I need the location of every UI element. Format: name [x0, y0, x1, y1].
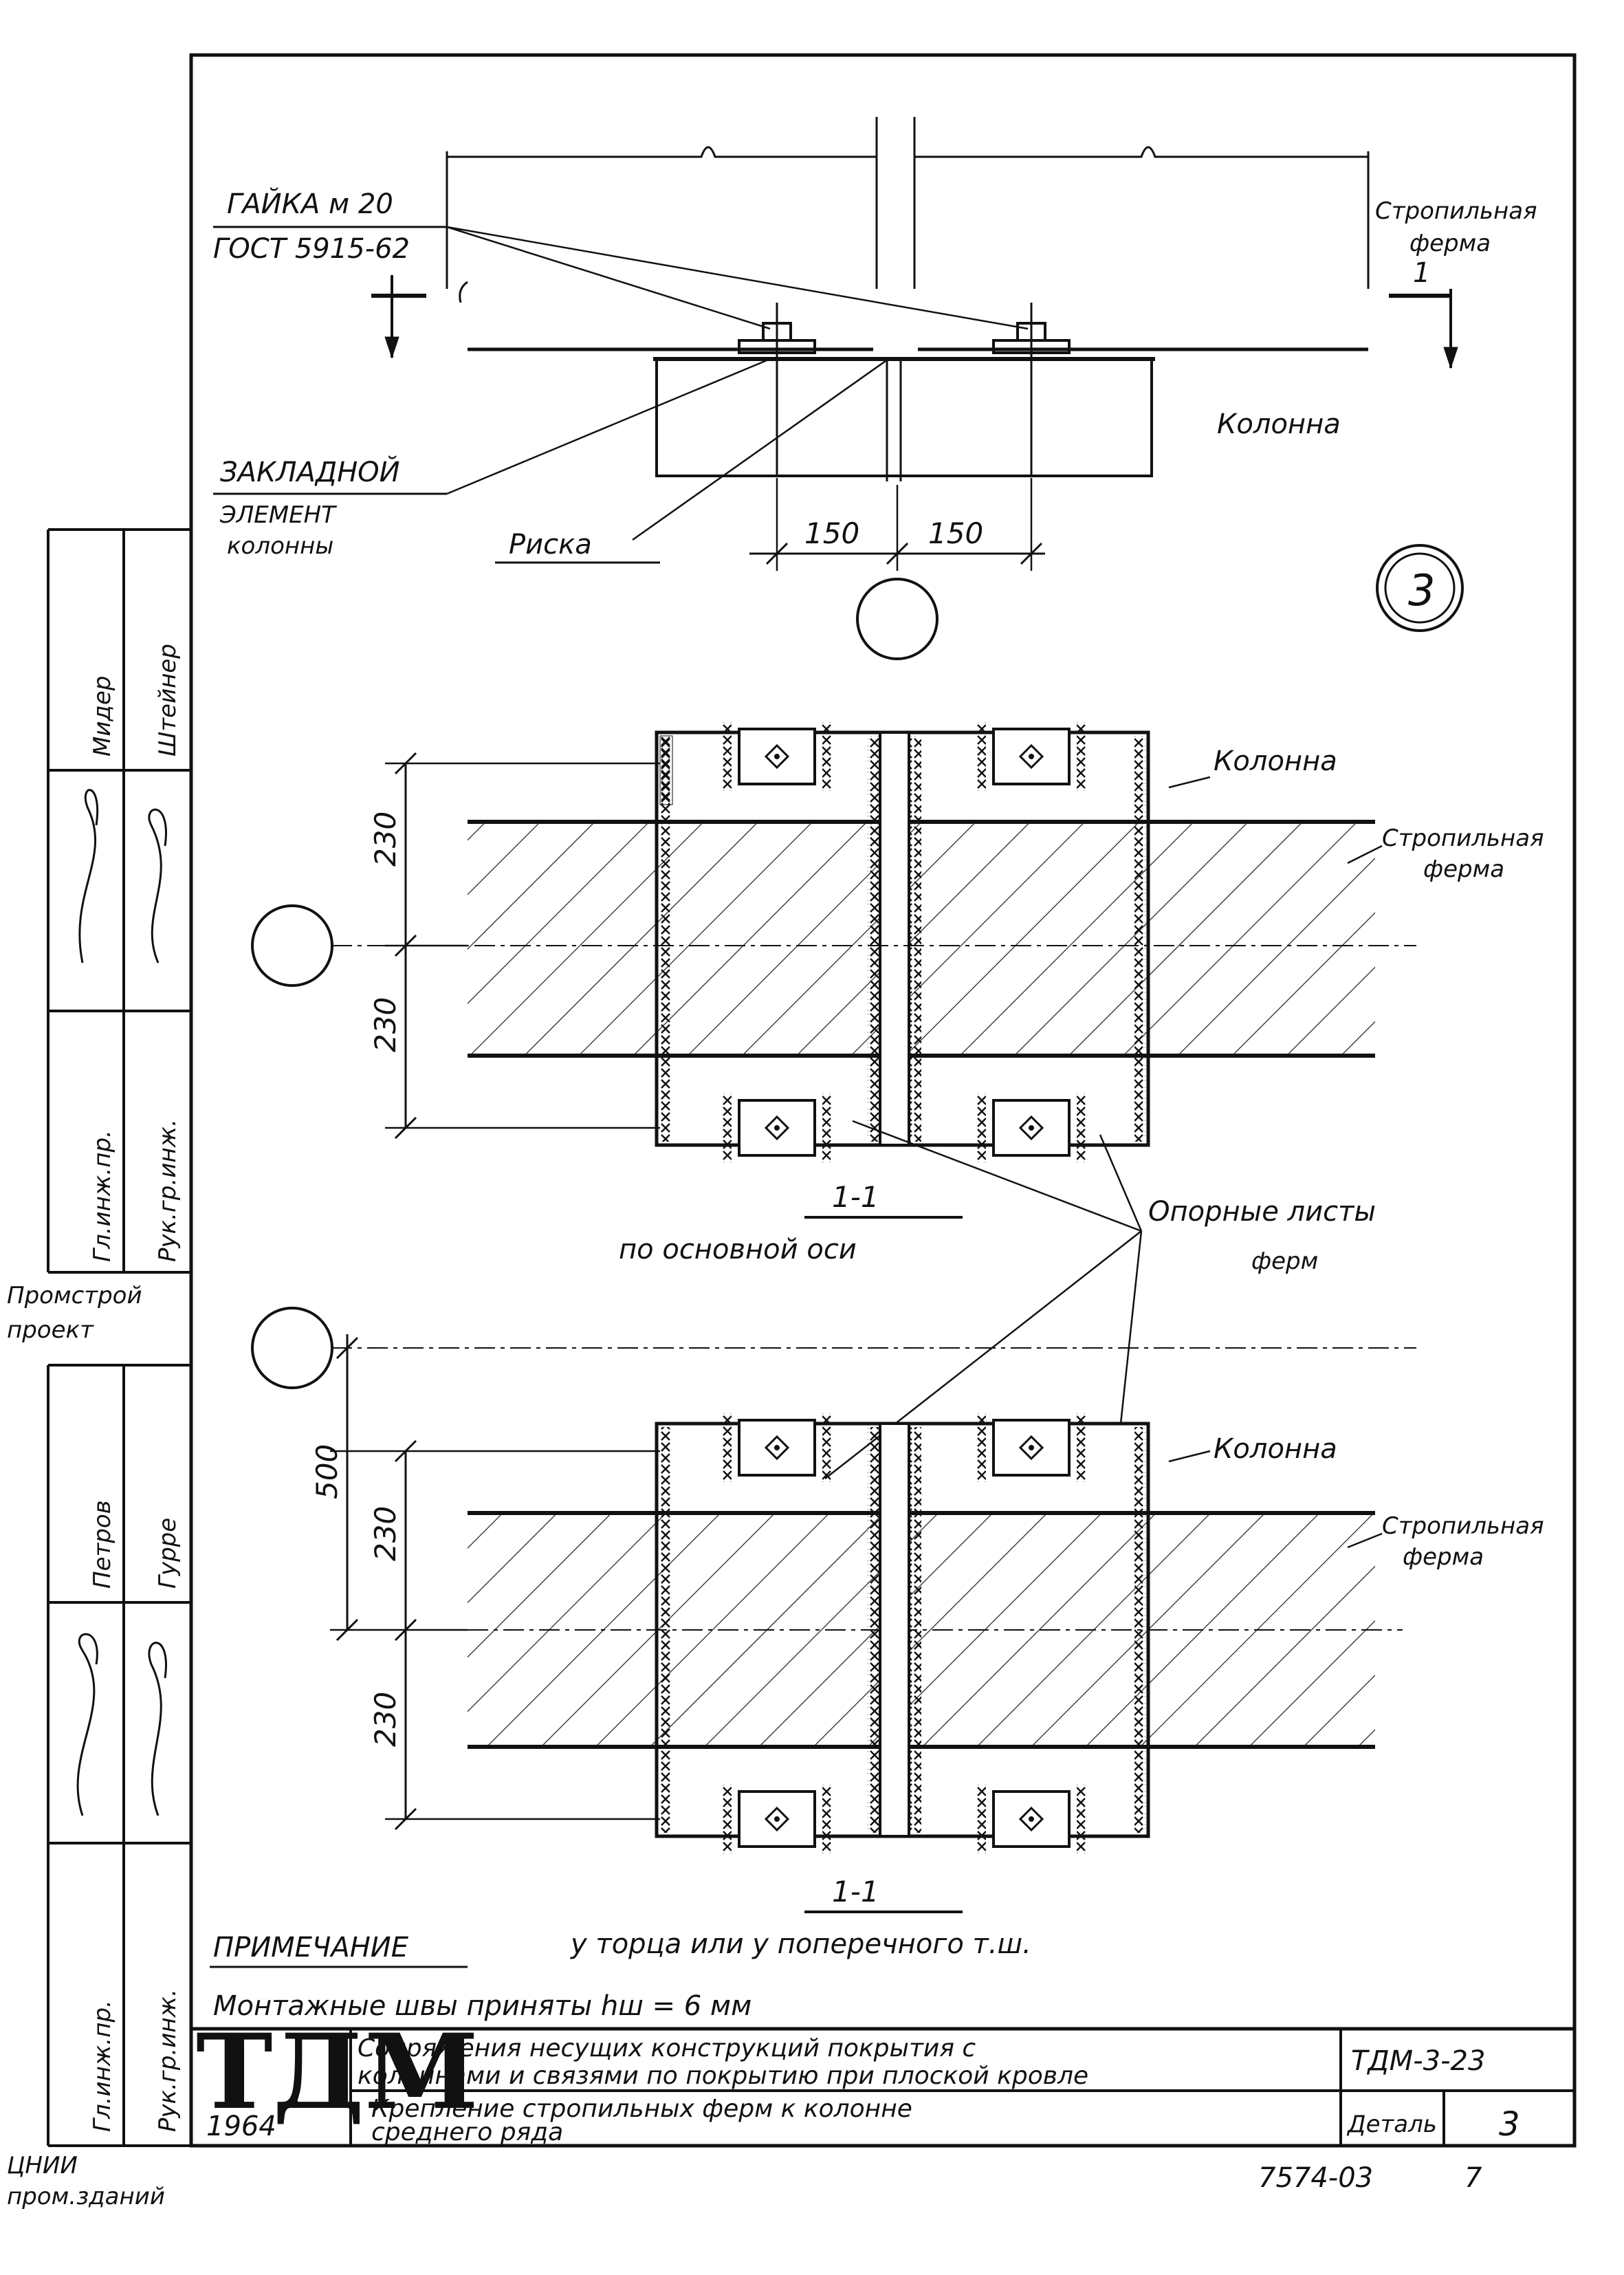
truss-label-2: ферма: [1409, 230, 1491, 257]
nut-label: ГАЙКА м 20: [227, 187, 393, 220]
detail-value: 3: [1499, 2105, 1520, 2144]
section-title-s1: 1-1: [832, 1180, 879, 1214]
section-2-labels: Колонна Стропильная ферма 500 230 230 1-…: [310, 1433, 1544, 1960]
stamp-name-1: Мидер: [89, 676, 116, 756]
column-label-s1: Колонна: [1214, 745, 1337, 777]
series-title-line1: Сопряжения несущих конструкций покрытия …: [358, 2034, 976, 2062]
stamp-role-2: Рук.гр.инж.: [154, 1119, 182, 1262]
year: 1964: [206, 2111, 276, 2142]
column-label: Колонна: [1217, 409, 1341, 440]
embedded-element-label-3: колонны: [227, 532, 333, 560]
sheet-title-line1: Крепление стропильных ферм к колонне: [371, 2095, 912, 2123]
dim-230-bottom-s1: 230: [369, 997, 402, 1052]
column-label-s2: Колонна: [1214, 1433, 1337, 1465]
signatures: [76, 789, 167, 1816]
top-view: [213, 117, 1464, 660]
support-plates-label: Опорные листы: [1148, 1196, 1376, 1228]
stamp-org-2: проект: [7, 1316, 94, 1344]
truss-label-s1-2: ферма: [1423, 856, 1504, 883]
note-heading: ПРИМЕЧАНИЕ: [213, 1932, 409, 1963]
section-mark-right: 1: [1413, 257, 1430, 289]
detail-label: Деталь: [1346, 2111, 1437, 2138]
section-2-end: [251, 1307, 1416, 1913]
embedded-element-label-2: ЭЛЕМЕНТ: [219, 501, 337, 529]
side-stamp: [47, 528, 191, 2147]
stamp-role-4: Рук.гр.инж.: [154, 1989, 182, 2132]
note: ПРИМЕЧАНИЕ Монтажные швы приняты hш = 6 …: [210, 1932, 751, 2022]
mark-label: Риска: [509, 529, 592, 560]
dim-150-left: 150: [804, 516, 859, 550]
dim-230-bottom-s2: 230: [369, 1692, 402, 1747]
truss-label-s2-2: ферма: [1403, 1543, 1484, 1571]
support-plates-label-2: ферм: [1251, 1248, 1318, 1275]
section-1-labels: Колонна Стропильная ферма 230 230 1-1 по…: [369, 745, 1544, 1275]
stamp-org-4: пром.зданий: [7, 2183, 165, 2210]
drawing-frame: [189, 53, 1577, 2148]
top-view-labels: ГАЙКА м 20 ГОСТ 5915-62 Стропильная ферм…: [213, 187, 1537, 616]
section-caption-s2: у торца или у поперечного т.ш.: [570, 1928, 1031, 1960]
truss-label: Стропильная: [1375, 197, 1537, 225]
stamp-name-3: Петров: [89, 1500, 116, 1589]
dim-150-right: 150: [928, 516, 983, 550]
title-block-text: ТДМ 1964 Сопряжения несущих конструкций …: [196, 2012, 1520, 2194]
stamp-name-2: Штейнер: [154, 644, 182, 756]
dim-230-top-s2: 230: [369, 1506, 402, 1561]
archive-number: 7574-03: [1258, 2162, 1373, 2194]
sheet-number: 7: [1464, 2162, 1482, 2194]
embedded-element-label: ЗАКЛАДНОЙ: [220, 455, 400, 488]
drawing-code: ТДМ-3-23: [1351, 2045, 1485, 2077]
series-title-line2: колоннами и связями по покрытию при плос…: [358, 2062, 1088, 2090]
tdm-logo: ТДМ: [196, 2012, 479, 2133]
stamp-name-4: Гурре: [154, 1518, 182, 1589]
nut-standard-label: ГОСТ 5915-62: [213, 233, 410, 265]
section-caption-s1: по основной оси: [619, 1234, 857, 1265]
detail-number: 3: [1408, 565, 1435, 616]
side-stamp-text: Гл.инж.пр. Рук.гр.инж. Мидер Штейнер Про…: [7, 644, 182, 2210]
stamp-role-1: Гл.инж.пр.: [89, 1130, 116, 1262]
sheet-title-line2: среднего ряда: [371, 2118, 563, 2146]
note-text: Монтажные швы приняты hш = 6 мм: [213, 1990, 751, 2022]
dim-230-top-s1: 230: [369, 812, 402, 867]
title-block: [349, 2029, 1574, 2146]
stamp-role-3: Гл.инж.пр.: [89, 2000, 116, 2132]
dim-500-s2: 500: [310, 1444, 344, 1499]
truss-label-s2: Стропильная: [1382, 1512, 1544, 1540]
section-title-s2: 1-1: [832, 1875, 879, 1908]
section-1-main-axis: [251, 730, 1416, 1219]
stamp-org-3: ЦНИИ: [7, 2152, 78, 2179]
stamp-org-1: Промстрой: [7, 1282, 142, 1309]
truss-label-s1: Стропильная: [1382, 825, 1544, 852]
